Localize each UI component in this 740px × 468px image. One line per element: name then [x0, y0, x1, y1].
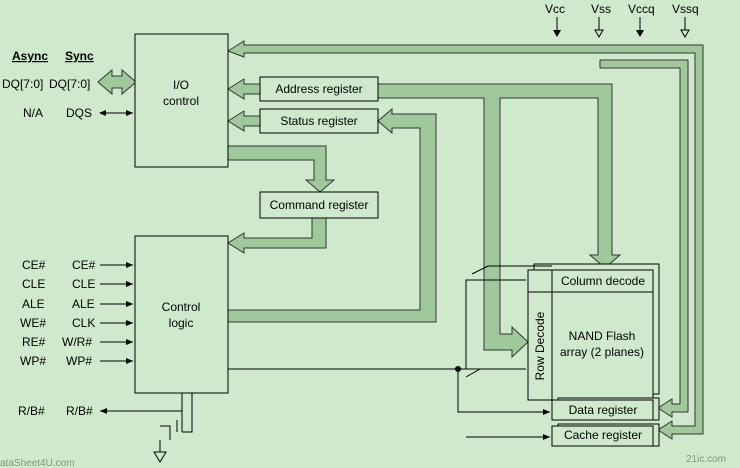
pin-async-5: WP#	[20, 354, 46, 368]
address-register-block	[259, 76, 379, 102]
dq-sync-label: DQ[7:0]	[49, 77, 90, 91]
address-register-label: Address register	[275, 82, 362, 96]
vss-label: Vss	[591, 2, 611, 16]
vcc-label: Vcc	[545, 2, 565, 16]
pin-async-1: CLE	[22, 277, 45, 291]
command-register-label: Command register	[270, 198, 369, 212]
vccq-label: Vccq	[628, 2, 655, 16]
pin-async-2: ALE	[22, 297, 45, 311]
dqs-async-label: N/A	[23, 106, 43, 120]
io-control-block	[134, 33, 229, 168]
column-bus-wire	[471, 265, 552, 275]
rb-async-label: R/B#	[18, 404, 45, 418]
pin-sync-4: W/R#	[62, 335, 92, 349]
watermark-right: 21ic.com	[686, 454, 726, 465]
pin-async-3: WE#	[20, 316, 46, 330]
sync-header: Sync	[65, 49, 94, 63]
address-to-decode-bus	[377, 83, 622, 359]
command-to-control-bus	[227, 217, 327, 254]
status-to-io-bus	[227, 110, 261, 132]
column-decode-block	[551, 269, 654, 293]
dq-async-label: DQ[7:0]	[2, 77, 43, 91]
cache-register-label: Cache register	[564, 428, 642, 442]
row-decode-label: Row Decode	[533, 311, 547, 380]
pin-sync-5: WP#	[66, 354, 92, 368]
data-register-label: Data register	[569, 403, 638, 417]
io-label-2: control	[163, 94, 199, 108]
row-decode-block	[527, 291, 553, 401]
dq-bus	[97, 68, 137, 96]
control-to-data-wire	[457, 369, 550, 415]
pin-sync-2: ALE	[72, 297, 95, 311]
control-label-2: logic	[169, 316, 194, 330]
io-to-command-bus	[227, 145, 336, 193]
vssq-label: Vssq	[672, 2, 699, 16]
pin-sync-3: CLK	[72, 316, 95, 330]
status-register-block	[259, 108, 379, 134]
async-header: Async	[12, 49, 48, 63]
power-pins	[553, 17, 690, 39]
dqs-sync-label: DQS	[66, 106, 92, 120]
column-decode-label: Column decode	[561, 274, 645, 288]
control-label-1: Control	[162, 300, 201, 314]
rb-transistor	[159, 393, 193, 452]
control-to-status-bus	[227, 107, 437, 323]
control-to-column-wire	[465, 279, 526, 369]
command-register-block	[259, 191, 379, 219]
array-label-1: NAND Flash	[569, 329, 636, 343]
io-label-1: I/O	[173, 78, 189, 92]
pin-async-0: CE#	[22, 258, 46, 272]
data-register-block	[551, 399, 654, 421]
watermark-left: ataSheet4U.com	[0, 458, 75, 468]
io-to-data-bus	[599, 59, 689, 418]
cache-register-block	[551, 425, 654, 447]
slash-mark-1	[465, 368, 481, 378]
io-to-address-bus	[227, 78, 261, 100]
control-logic-block	[134, 235, 229, 394]
array-label-2: array (2 planes)	[560, 345, 644, 359]
ground-symbol	[153, 451, 167, 463]
pin-async-4: RE#	[22, 335, 46, 349]
rb-sync-label: R/B#	[66, 404, 93, 418]
pin-sync-0: CE#	[72, 258, 96, 272]
status-register-label: Status register	[280, 114, 357, 128]
pin-sync-1: CLE	[72, 277, 95, 291]
